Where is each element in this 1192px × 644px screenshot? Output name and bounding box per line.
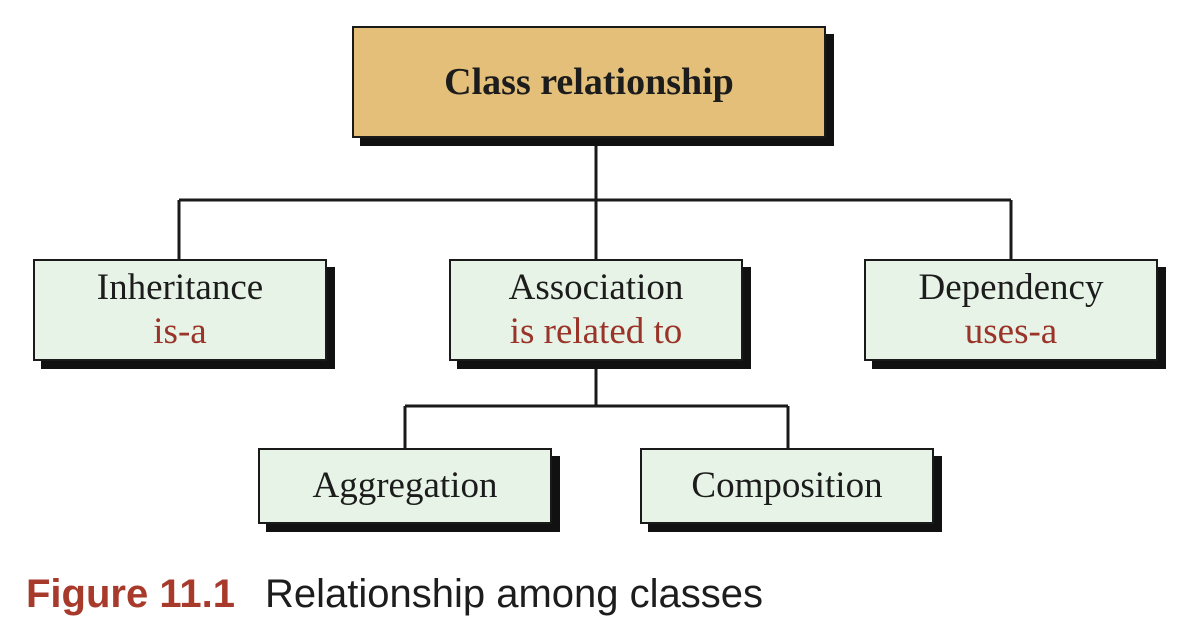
root-node-label: Class relationship: [444, 60, 734, 103]
node-inheritance: Inheritance is-a: [33, 259, 327, 361]
node-inheritance-relation: is-a: [153, 311, 207, 352]
figure-caption-text: Relationship among classes: [264, 572, 764, 616]
root-node-class-relationship: Class relationship: [352, 26, 826, 138]
node-dependency-label: Dependency: [918, 267, 1104, 309]
node-composition-label: Composition: [691, 465, 883, 507]
node-dependency-relation: uses-a: [964, 311, 1058, 352]
node-association-relation: is related to: [509, 311, 683, 352]
node-composition: Composition: [640, 448, 934, 524]
figure-number: Figure 11.1: [26, 572, 235, 616]
node-association: Association is related to: [449, 259, 743, 361]
figure-caption: Figure 11.1 Relationship among classes: [26, 572, 763, 617]
node-inheritance-label: Inheritance: [96, 267, 264, 309]
node-aggregation: Aggregation: [258, 448, 552, 524]
node-association-label: Association: [508, 267, 684, 309]
node-aggregation-label: Aggregation: [312, 465, 498, 507]
node-dependency: Dependency uses-a: [864, 259, 1158, 361]
